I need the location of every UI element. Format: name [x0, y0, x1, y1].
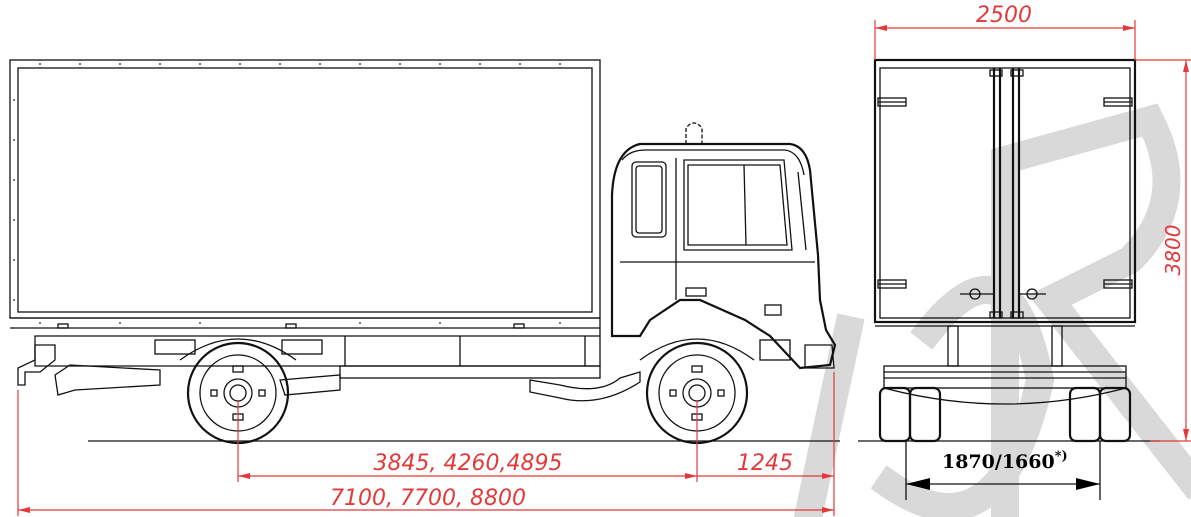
- track-width-label: 1870/1660*): [942, 449, 1068, 473]
- track-width-note: *): [1055, 449, 1068, 464]
- wheelbase-label: 3845, 4260,4895: [374, 451, 563, 476]
- side-dimensions: 3845, 4260,4895 1245 7100, 7700, 8800: [17, 372, 835, 516]
- cargo-box-panel: [17, 67, 593, 313]
- headlight: [759, 339, 791, 361]
- rear-bumper: [17, 344, 56, 386]
- fuel-tank: [339, 365, 601, 379]
- height-label: 3800: [1161, 225, 1185, 276]
- rear-tire-left-inner: [908, 386, 942, 443]
- cab: [610, 142, 837, 370]
- rear-wheel: [179, 338, 297, 445]
- cargo-box: [9, 59, 601, 319]
- rear-doors-frame: [873, 58, 1137, 324]
- door-hinges: [877, 97, 1133, 289]
- track-width-value: 1870/1660: [942, 451, 1055, 473]
- door-handle: [685, 287, 707, 297]
- cargo-box-rivets: [13, 63, 561, 324]
- truck-rear-view: [858, 58, 1160, 443]
- exhaust: [54, 364, 161, 396]
- roof-beacon: [685, 122, 703, 144]
- overall-length-label: 7100, 7700, 8800: [330, 486, 526, 511]
- front-bumper: [804, 344, 835, 369]
- rear-bumper-bar: [883, 365, 1127, 389]
- cab-door-window: [683, 159, 793, 251]
- side-marker: [764, 304, 782, 316]
- rear-tire-right-outer: [1098, 386, 1132, 443]
- rear-tire-left-outer: [878, 386, 912, 443]
- watermark: [793, 103, 1191, 517]
- truck-side-view: [9, 59, 840, 445]
- cab-rear-window: [631, 161, 667, 238]
- rear-dimensions: 2500 3800 1870/1660*): [874, 3, 1191, 500]
- door-locks: [960, 288, 1046, 300]
- front-overhang-label: 1245: [737, 451, 793, 476]
- rear-tire-right-inner: [1068, 386, 1102, 443]
- rear-width-label: 2500: [976, 3, 1032, 28]
